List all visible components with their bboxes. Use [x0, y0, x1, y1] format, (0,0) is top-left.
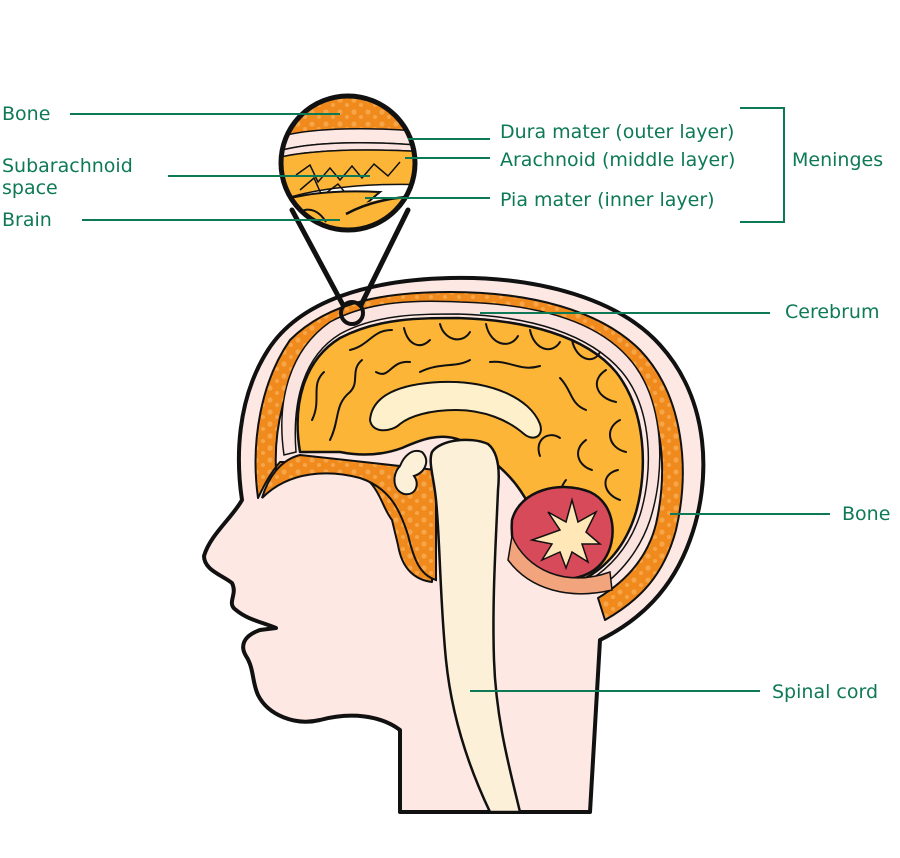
label-brain: Brain	[2, 209, 52, 231]
cerebellum-arbor-vitae	[529, 497, 603, 571]
skull-base	[261, 453, 437, 582]
label-dura-mater: Dura mater (outer layer)	[500, 121, 734, 143]
label-subarachnoid-line2: space	[2, 177, 58, 199]
label-bone-inset: Bone	[2, 103, 50, 125]
inset-border	[278, 93, 418, 233]
label-bone-skull: Bone	[842, 503, 890, 525]
gyri-lines	[311, 323, 627, 537]
label-arachnoid: Arachnoid (middle layer)	[500, 149, 735, 171]
spinal-cord	[429, 438, 522, 814]
magnify-target	[339, 300, 365, 326]
cone-line-right	[358, 207, 411, 308]
pituitary	[393, 450, 428, 496]
label-meninges: Meninges	[792, 149, 883, 171]
label-spinal-cord: Spinal cord	[772, 681, 878, 703]
label-cerebrum: Cerebrum	[785, 301, 879, 323]
corpus-callosum	[368, 380, 542, 439]
cone-line-left	[289, 207, 346, 308]
cerebellum-folds	[507, 533, 613, 595]
leader-lines	[70, 107, 830, 692]
label-pia-mater: Pia mater (inner layer)	[500, 189, 715, 211]
label-subarachnoid-line1: Subarachnoid	[2, 155, 133, 177]
